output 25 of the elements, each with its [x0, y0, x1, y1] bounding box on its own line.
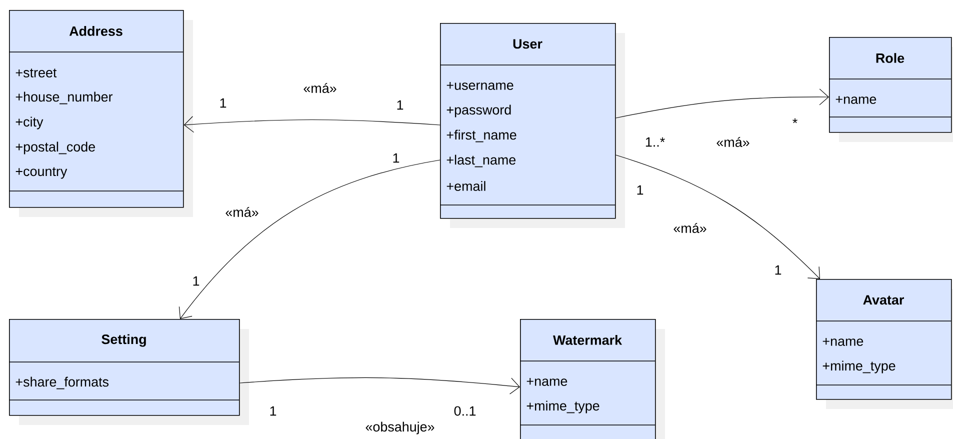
multiplicity-label: *	[792, 118, 798, 124]
multiplicity-label: 1	[220, 98, 226, 108]
multiplicity-label: 1	[775, 265, 782, 275]
stereotype-label: «obsahuje»	[364, 420, 436, 436]
class-box: Setting +share_formats	[8, 319, 249, 425]
class-box: Watermark +name +mime_type	[520, 319, 665, 439]
multiplicity-label: 1	[393, 153, 400, 163]
association-arrow	[240, 377, 520, 394]
stereotype-label: «má»	[672, 222, 708, 234]
stereotype-label: «má»	[302, 82, 338, 94]
multiplicity-label: 1	[193, 276, 200, 286]
association-arrow	[616, 154, 820, 279]
multiplicity-label: 1	[397, 100, 404, 110]
class-box: Avatar +name +mime_type	[816, 279, 953, 409]
association-arrow	[178, 160, 440, 319]
multiplicity-label: 1..*	[646, 137, 665, 147]
association-arrow	[184, 116, 440, 133]
association-arrow	[616, 88, 829, 118]
multiplicity-label: 0..1	[454, 406, 476, 416]
multiplicity-label: 1	[270, 406, 276, 416]
class-box: Role +name	[828, 37, 953, 142]
stereotype-label: «má»	[715, 136, 751, 148]
stereotype-label: «má»	[224, 206, 260, 218]
class-box: User +username +password +first_name +last_name +email	[440, 23, 625, 228]
class-box: Address +street +house_number +city +postal_code +country	[8, 10, 193, 217]
